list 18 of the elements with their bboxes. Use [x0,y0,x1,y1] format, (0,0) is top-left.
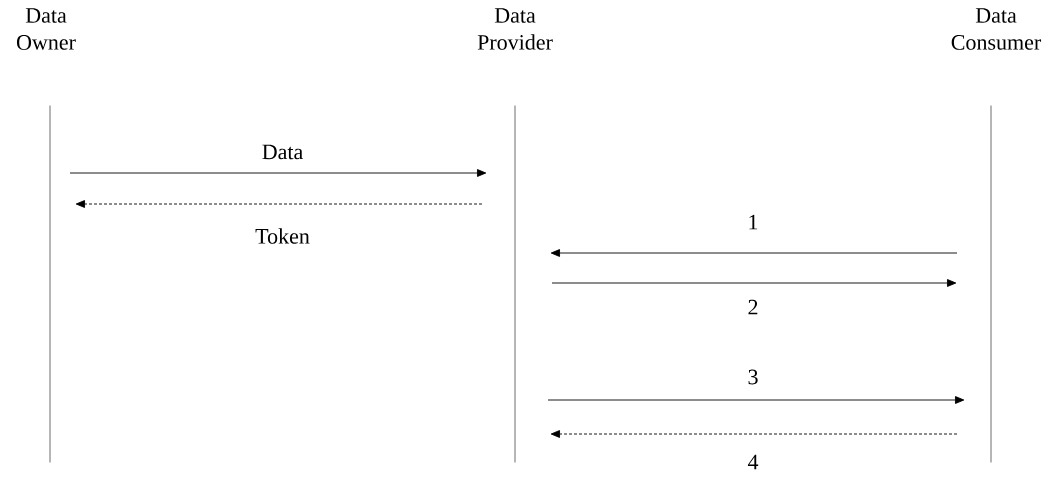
arrow [551,279,957,287]
arrow [547,396,965,404]
participant-label: Data Owner [17,8,76,50]
message-label: 4 [746,453,760,471]
message-label: 1 [746,213,760,231]
arrow [550,430,958,438]
lifeline [514,105,516,463]
participant-label: Data Consumer [951,8,1042,50]
participant-label: Data Provider [477,8,553,50]
message-label: 2 [746,298,760,316]
arrow [550,249,958,257]
message-label: Data [260,143,305,161]
arrow [75,200,483,208]
message-label: Token [254,227,311,245]
lifeline [49,105,51,463]
arrow [69,169,487,177]
lifeline [990,105,992,463]
message-label: 3 [746,368,760,386]
